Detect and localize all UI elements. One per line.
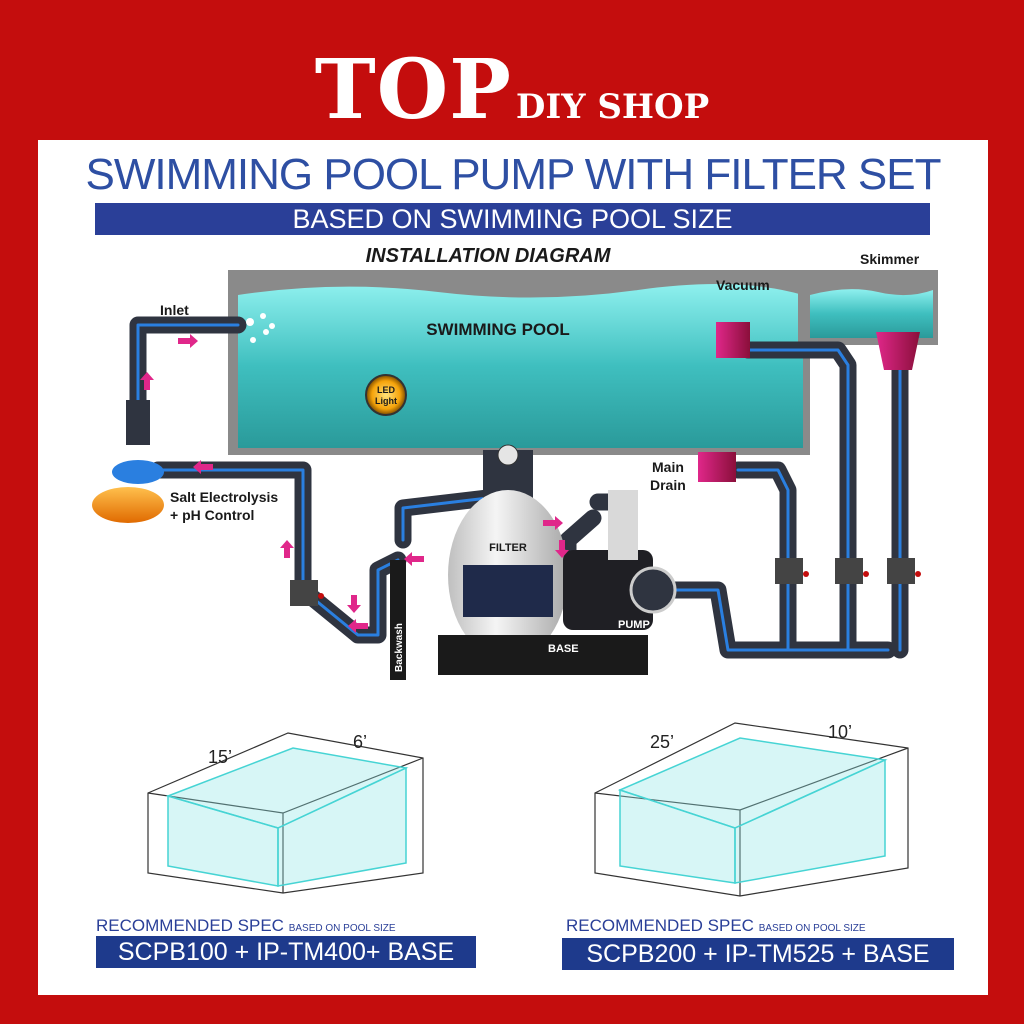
spec-1-label: RECOMMENDED SPEC BASED ON POOL SIZE [96,916,396,936]
salt-label-1: Salt Electrolysis [170,489,278,505]
pipe-network [129,316,909,659]
box1-length: 15’ [208,747,232,767]
pool-size-box-2: 25’ 10’ 4’ [594,722,909,897]
subtitle-band: BASED ON SWIMMING POOL SIZE [95,203,930,235]
flow-arrows [140,334,569,633]
box1-width: 6’ [353,732,367,752]
filter-label: FILTER [489,542,527,554]
backwash-pipe [390,560,406,680]
box2-length: 25’ [650,732,674,752]
brand-sub: DIY SHOP [515,87,710,127]
skimmer-basket [876,332,920,370]
backwash-label: Backwash [394,623,405,672]
vacuum-fitting [716,322,750,358]
spec-1-label-main: RECOMMENDED SPEC [96,916,284,935]
pump-label: PUMP [618,619,650,631]
pool-label: SWIMMING POOL [426,320,570,339]
filter-tank [438,444,648,675]
spec-1-model: SCPB100 + IP-TM400+ BASE [96,936,476,968]
pool-water [238,284,803,448]
main-drain-label-2: Drain [650,477,686,493]
inlet-jets [246,313,275,343]
inlet-label: Inlet [160,302,189,318]
spec-1-label-small: BASED ON POOL SIZE [288,923,396,934]
salt-label-2: + pH Control [170,507,254,523]
led-label-2: Light [375,396,397,406]
pump-unit [563,490,677,630]
spec-2-label: RECOMMENDED SPEC BASED ON POOL SIZE [566,916,866,936]
main-drain-label-1: Main [652,459,684,475]
brand-top: TOP [314,42,512,138]
valves [290,558,921,606]
installation-diagram: INSTALLATION DIAGRAM SWIMMING POOL Inlet… [92,245,938,680]
spec-2-label-main: RECOMMENDED SPEC [566,916,754,935]
base-label: BASE [548,643,579,655]
salt-electrolysis-unit [92,400,164,523]
spec-2-label-small: BASED ON POOL SIZE [758,923,866,934]
pool-size-box-1: 15’ 6’ 3’ [147,732,424,894]
spec-2-model: SCPB200 + IP-TM525 + BASE [562,938,954,970]
vacuum-label: Vacuum [716,277,770,293]
diagram-heading: INSTALLATION DIAGRAM [366,245,612,267]
page-title: SWIMMING POOL PUMP WITH FILTER SET [85,150,941,199]
box2-width: 10’ [828,722,852,742]
skimmer-label: Skimmer [860,251,920,267]
led-label-1: LED [377,385,396,395]
skimmer-water [810,289,933,338]
base-platform [438,635,648,675]
main-drain-fitting [698,452,736,482]
led-light-icon [365,374,407,416]
